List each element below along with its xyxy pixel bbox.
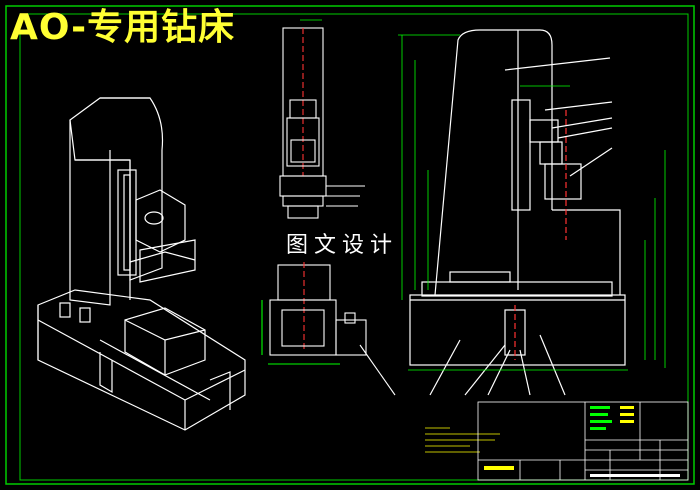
section-view-bottom [261, 262, 396, 396]
watermark-text: 图文设计 [286, 233, 399, 258]
drawing-inner-border [19, 13, 689, 481]
section-view-top [279, 27, 365, 219]
drawing-title: AO-专用钻床 [10, 7, 236, 48]
isometric-machine-view [37, 97, 246, 431]
technical-notes [425, 427, 500, 453]
title-block-entries [484, 406, 680, 477]
drawing-border [5, 5, 695, 485]
dimension-lines [300, 19, 666, 371]
title-block [477, 401, 689, 481]
front-elevation-view [409, 29, 626, 396]
